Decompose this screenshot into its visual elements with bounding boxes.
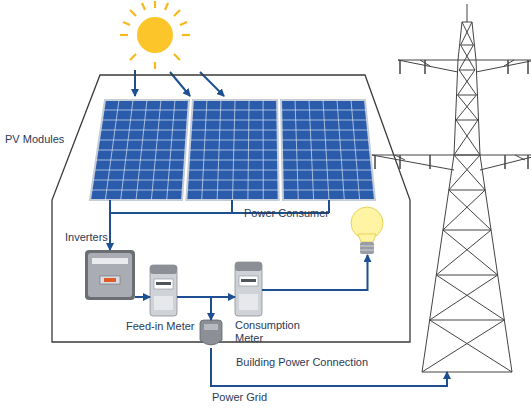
power-flow-arrow bbox=[211, 348, 447, 386]
power-flow-arrow bbox=[177, 297, 211, 320]
house-outline bbox=[52, 75, 410, 342]
power-flow-arrow bbox=[262, 255, 368, 290]
device-label: Feed-in Meter bbox=[126, 320, 153, 333]
device-label: PV Modules bbox=[5, 133, 290, 146]
sun bbox=[120, 1, 190, 69]
feed-in-meter: Feed-in Meter bbox=[150, 265, 177, 316]
connection-box bbox=[200, 320, 222, 345]
building-connection: Building Power Connection bbox=[200, 320, 222, 348]
inverter: Inverters bbox=[85, 250, 135, 300]
device-label: Power Consumer bbox=[244, 207, 279, 220]
device-label: Building Power Connection bbox=[236, 356, 258, 369]
inverter-device bbox=[85, 250, 135, 300]
device-label: Inverters bbox=[65, 231, 115, 244]
power-pylon bbox=[372, 4, 531, 372]
pv-panels bbox=[90, 100, 375, 200]
device-label: Power Grid bbox=[212, 391, 340, 404]
sun-rays-arrows bbox=[135, 70, 224, 96]
power-grid: Power Grid bbox=[398, 4, 526, 372]
power-flow-arrow bbox=[109, 200, 111, 250]
consumption-meter-device bbox=[235, 262, 262, 316]
feed-in-meter-device bbox=[150, 265, 177, 316]
consumption-meter: Consumption Meter bbox=[235, 262, 262, 316]
pv-modules: PV Modules bbox=[90, 100, 375, 200]
collector-lines bbox=[110, 200, 329, 213]
device-label: Consumption Meter bbox=[235, 319, 307, 345]
power-flow-arrow bbox=[135, 296, 150, 298]
power-consumer: Power Consumer bbox=[350, 205, 385, 255]
light-bulb bbox=[351, 207, 383, 254]
